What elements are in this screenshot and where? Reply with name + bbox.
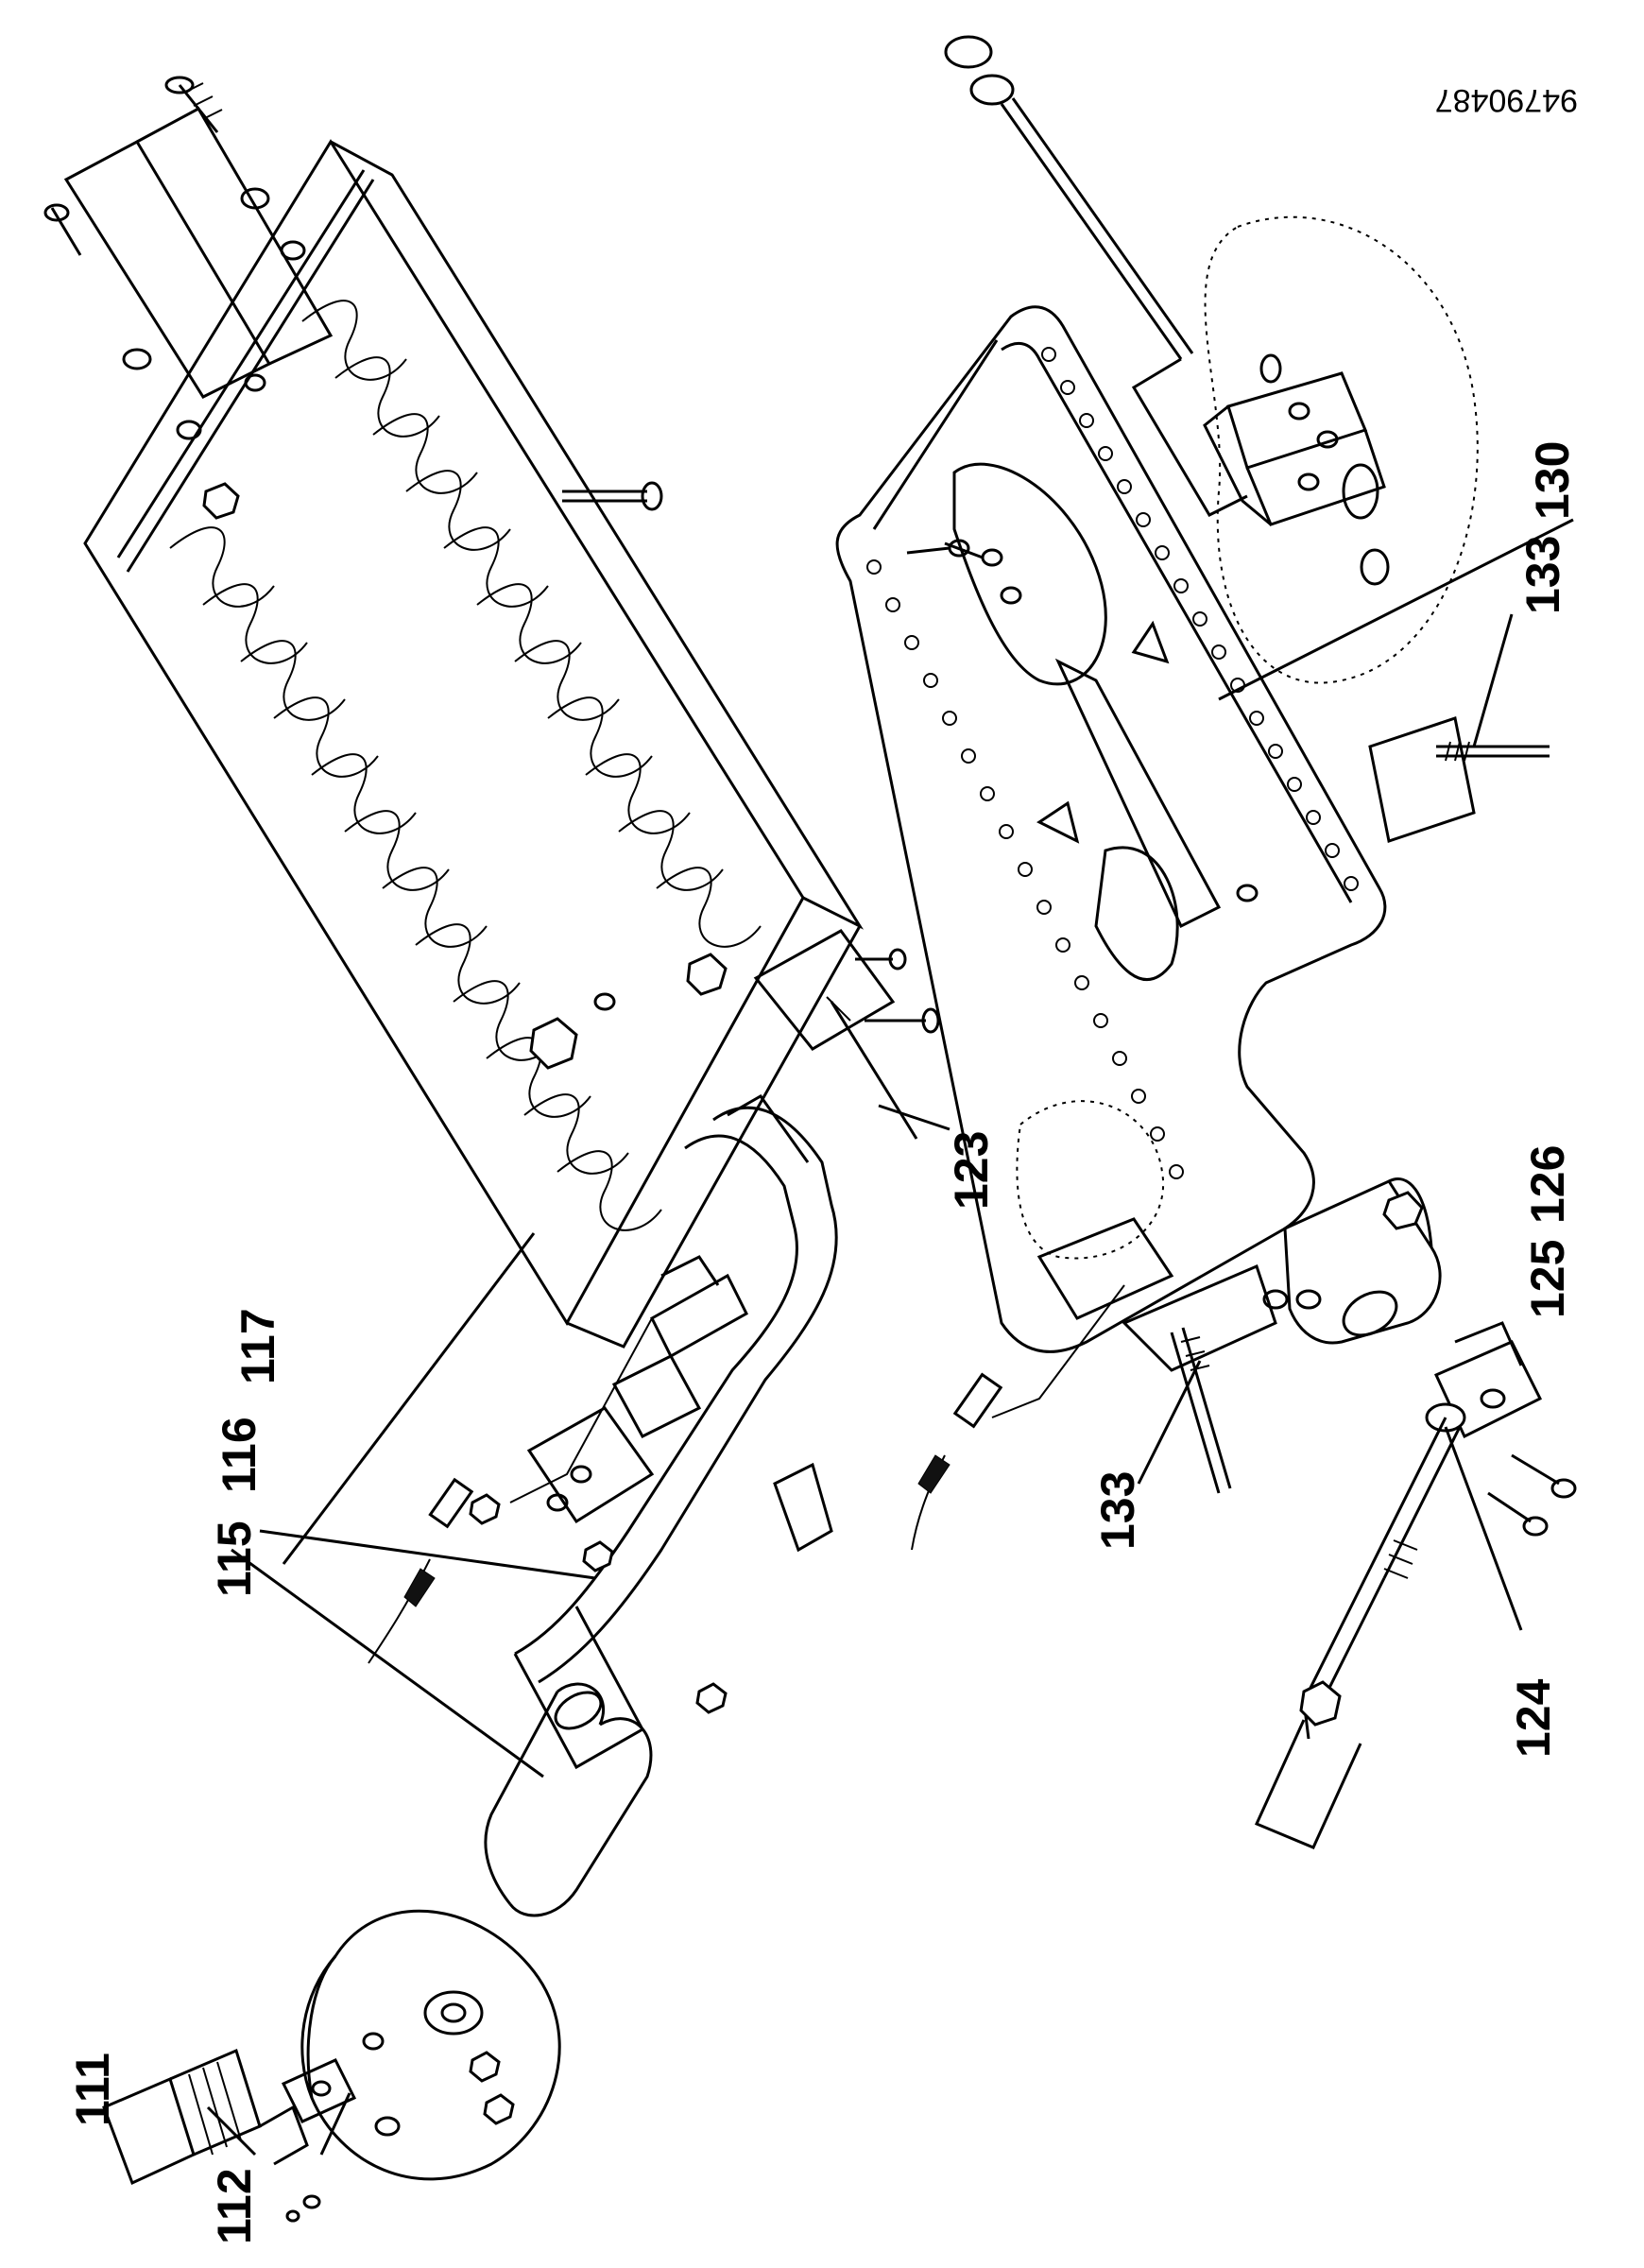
gas-valve-housing <box>300 1909 561 2181</box>
document-number: 94790487 <box>1435 82 1578 118</box>
electrode-133-lower <box>911 1217 1322 1551</box>
callout-label-125: 125 <box>1521 1240 1574 1318</box>
tube-sleeve <box>773 1462 833 1553</box>
small-nuts <box>469 1493 728 1714</box>
heat-shield-outline <box>1204 215 1479 684</box>
injector-124 <box>1254 1321 1577 1849</box>
callout-label-116: 116 <box>213 1417 265 1493</box>
burner-panel-117 <box>83 139 865 1349</box>
igniter-rod <box>944 35 1248 517</box>
callout-label-126: 126 <box>1521 1145 1574 1224</box>
callout-label-133-lower: 133 <box>1091 1471 1144 1550</box>
callout-label-115: 115 <box>208 1521 261 1597</box>
burner-tube-right <box>1283 1177 1442 1345</box>
callout-label-130: 130 <box>1526 441 1579 520</box>
mixer-tube-116 <box>513 1094 838 1770</box>
thermocouple-lead <box>368 1317 653 1664</box>
callout-label-112: 112 <box>208 2168 261 2244</box>
tube-115 <box>484 1682 653 1917</box>
callout-label-117: 117 <box>231 1308 284 1384</box>
callout-label-123: 123 <box>945 1131 998 1210</box>
inlet-fitting-111 <box>102 2048 309 2186</box>
callout-label-133-upper: 133 <box>1516 536 1569 614</box>
rail-116 <box>611 1255 748 1438</box>
burner-tray-130 <box>835 305 1387 1353</box>
bracket-112 <box>281 2058 357 2223</box>
callout-label-124: 124 <box>1507 1678 1560 1758</box>
electrode-133-upper <box>1368 716 1550 843</box>
screw-left <box>43 203 82 256</box>
electrode-123 <box>753 929 940 1140</box>
shield-outline-lower <box>1016 1100 1165 1260</box>
mounting-bracket <box>63 106 334 399</box>
callout-label-111: 111 <box>66 2053 119 2126</box>
bracket-top-right <box>1203 371 1386 526</box>
mounting-clip <box>526 1406 655 1524</box>
leader-lines <box>206 518 1574 2156</box>
long-screw <box>562 481 663 511</box>
screw-top <box>164 76 223 133</box>
